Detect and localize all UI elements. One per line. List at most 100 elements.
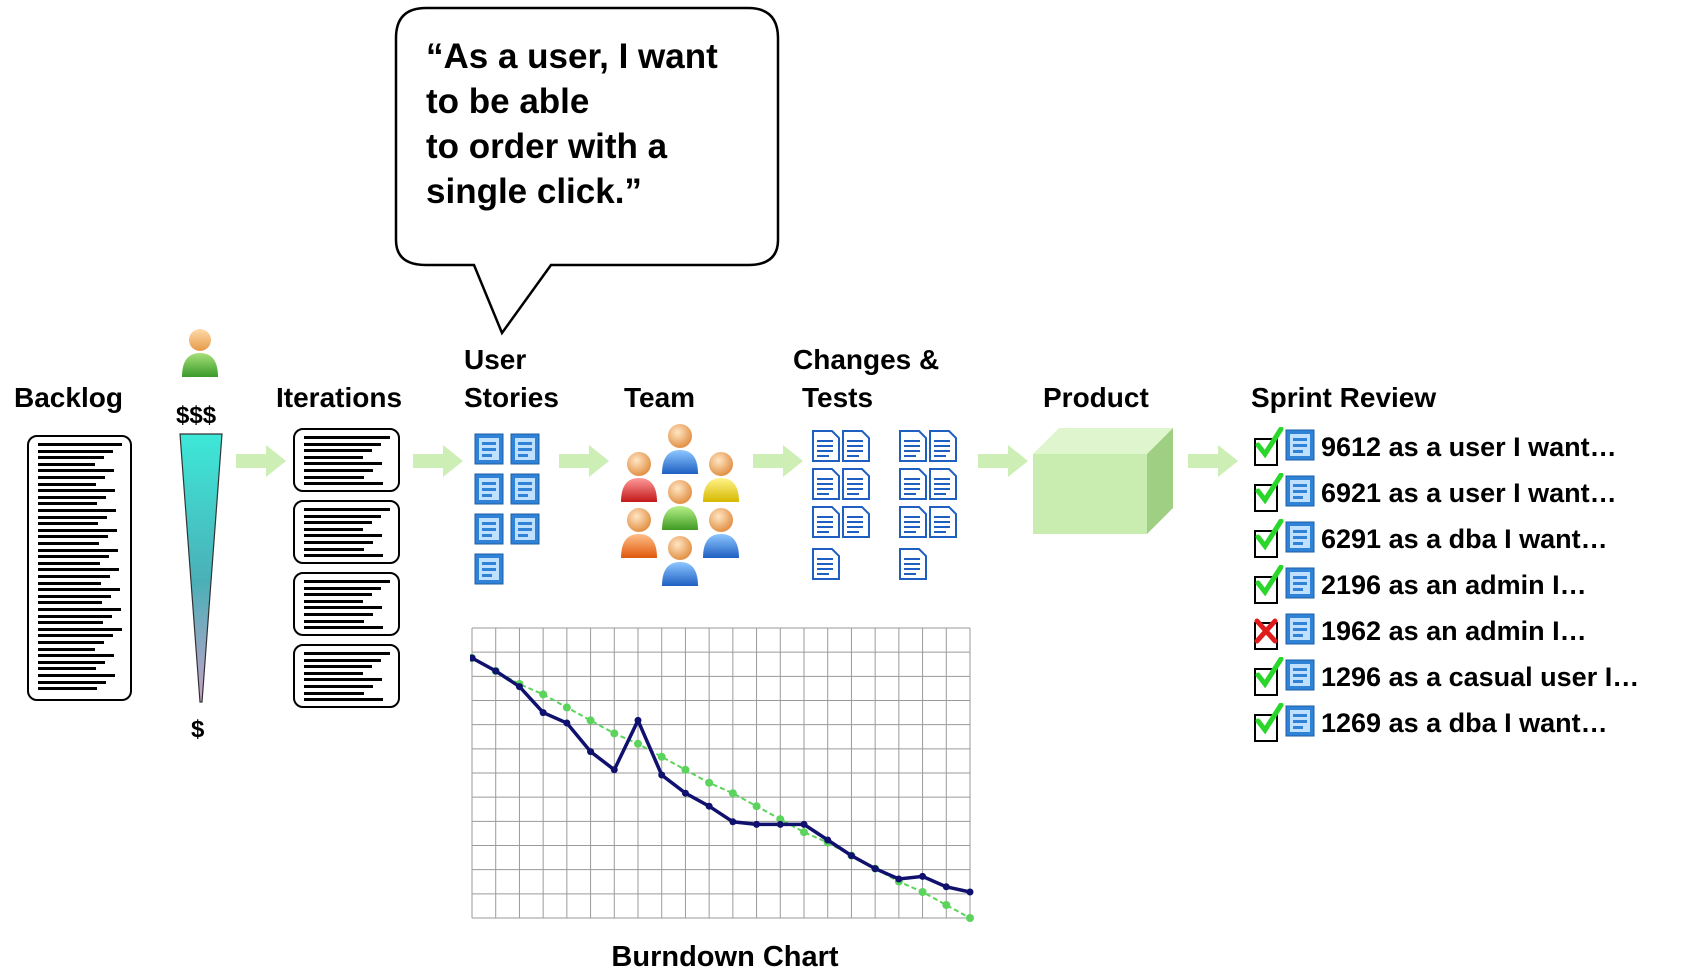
text-line bbox=[304, 599, 363, 603]
flow-arrow-icon bbox=[1188, 445, 1238, 477]
sprint-review-item: 1962 as an admin I… bbox=[1253, 609, 1587, 653]
story-card-icon bbox=[510, 473, 540, 510]
text-line bbox=[304, 449, 372, 453]
value-low-label: $ bbox=[191, 716, 205, 743]
quote-line: to be able bbox=[426, 82, 590, 121]
product-label: Product bbox=[1043, 382, 1149, 413]
text-line bbox=[38, 674, 115, 677]
burndown-chart bbox=[470, 627, 974, 922]
text-line bbox=[304, 652, 390, 655]
text-line bbox=[304, 527, 363, 531]
text-line bbox=[38, 594, 111, 598]
changes-label-line1: Changes & bbox=[793, 344, 940, 375]
ideal-data-point bbox=[681, 765, 690, 774]
text-line bbox=[304, 613, 373, 616]
text-line bbox=[304, 671, 363, 675]
story-card-icon bbox=[1285, 613, 1315, 650]
text-line bbox=[38, 660, 105, 664]
text-line bbox=[38, 522, 98, 526]
user-stories-label-line2: Stories bbox=[464, 382, 559, 413]
text-line bbox=[304, 508, 390, 511]
actual-data-point bbox=[634, 716, 642, 724]
flow-arrow-icon bbox=[413, 445, 463, 477]
text-line bbox=[304, 626, 383, 630]
story-card-icon bbox=[1285, 521, 1315, 558]
actual-data-point bbox=[871, 865, 879, 873]
sprint-review-item: 9612 as a user I want… bbox=[1253, 425, 1617, 469]
checkbox-checked-icon bbox=[1254, 565, 1284, 604]
actual-data-point bbox=[729, 818, 737, 826]
text-line bbox=[304, 521, 372, 525]
ideal-data-point bbox=[728, 789, 737, 798]
text-line bbox=[304, 541, 373, 544]
text-line bbox=[304, 698, 383, 702]
chart-grid bbox=[471, 627, 971, 919]
checkbox-checked-icon bbox=[1254, 703, 1284, 742]
text-line bbox=[304, 691, 364, 695]
actual-data-point bbox=[895, 875, 903, 883]
team-member-icon bbox=[703, 508, 739, 558]
document-icon bbox=[842, 468, 870, 505]
text-line bbox=[38, 687, 97, 691]
team-member-icon bbox=[662, 536, 698, 586]
actual-data-point bbox=[539, 709, 547, 717]
text-line bbox=[38, 489, 115, 493]
text-line bbox=[304, 665, 372, 669]
text-line bbox=[38, 542, 99, 545]
ideal-data-point bbox=[800, 828, 808, 837]
team-member-icon bbox=[662, 480, 698, 530]
ideal-data-point bbox=[942, 901, 951, 909]
user-story-quote: “As a user, I want to be able to order w… bbox=[426, 34, 756, 214]
story-card-icon bbox=[474, 473, 504, 510]
flow-arrow-icon bbox=[753, 445, 803, 477]
text-line bbox=[38, 614, 112, 618]
story-card-icon bbox=[1285, 475, 1315, 512]
text-line bbox=[304, 678, 382, 682]
sprint-review-item: 6921 as a user I want… bbox=[1253, 471, 1617, 515]
checkbox-checked-icon bbox=[1254, 427, 1284, 466]
ideal-data-point bbox=[610, 729, 619, 738]
text-line bbox=[38, 502, 97, 506]
text-line bbox=[38, 667, 96, 671]
actual-data-point bbox=[776, 820, 784, 828]
text-line bbox=[38, 515, 107, 519]
quote-line: single click.” bbox=[426, 172, 642, 211]
actual-burndown-line bbox=[471, 656, 971, 894]
actual-data-point bbox=[824, 836, 832, 844]
ideal-data-point bbox=[539, 690, 548, 699]
text-line bbox=[304, 606, 382, 610]
sprint-review-item-text: 6291 as a dba I want… bbox=[1321, 523, 1608, 554]
iteration-list bbox=[293, 572, 400, 636]
ideal-data-point bbox=[776, 815, 785, 824]
text-line bbox=[304, 462, 382, 466]
ideal-data-point bbox=[634, 739, 642, 748]
story-card-icon bbox=[474, 553, 504, 590]
story-card-icon bbox=[474, 513, 504, 550]
value-high-label: $$$ bbox=[176, 402, 217, 429]
team-label: Team bbox=[624, 382, 696, 413]
document-icon bbox=[812, 506, 840, 543]
actual-data-point bbox=[658, 771, 666, 779]
actual-data-point bbox=[492, 667, 500, 675]
text-line bbox=[304, 436, 390, 439]
text-line bbox=[38, 561, 100, 565]
document-icon bbox=[929, 430, 957, 467]
text-line bbox=[304, 554, 383, 558]
user-stories-label-line1: User bbox=[464, 344, 527, 375]
iteration-list bbox=[293, 428, 400, 492]
text-line bbox=[38, 608, 121, 611]
story-card-icon bbox=[510, 513, 540, 550]
text-line bbox=[38, 535, 108, 539]
actual-data-point bbox=[587, 748, 595, 756]
sprint-review-item: 2196 as an admin I… bbox=[1253, 563, 1587, 607]
document-icon bbox=[899, 468, 927, 505]
actual-data-point bbox=[753, 820, 761, 828]
text-line bbox=[38, 528, 117, 532]
team-member-icon bbox=[621, 508, 657, 558]
team-member-icon bbox=[621, 452, 657, 502]
sprint-review-item: 6291 as a dba I want… bbox=[1253, 517, 1608, 561]
text-line bbox=[38, 680, 106, 684]
text-line bbox=[38, 641, 104, 644]
text-line bbox=[304, 658, 381, 662]
